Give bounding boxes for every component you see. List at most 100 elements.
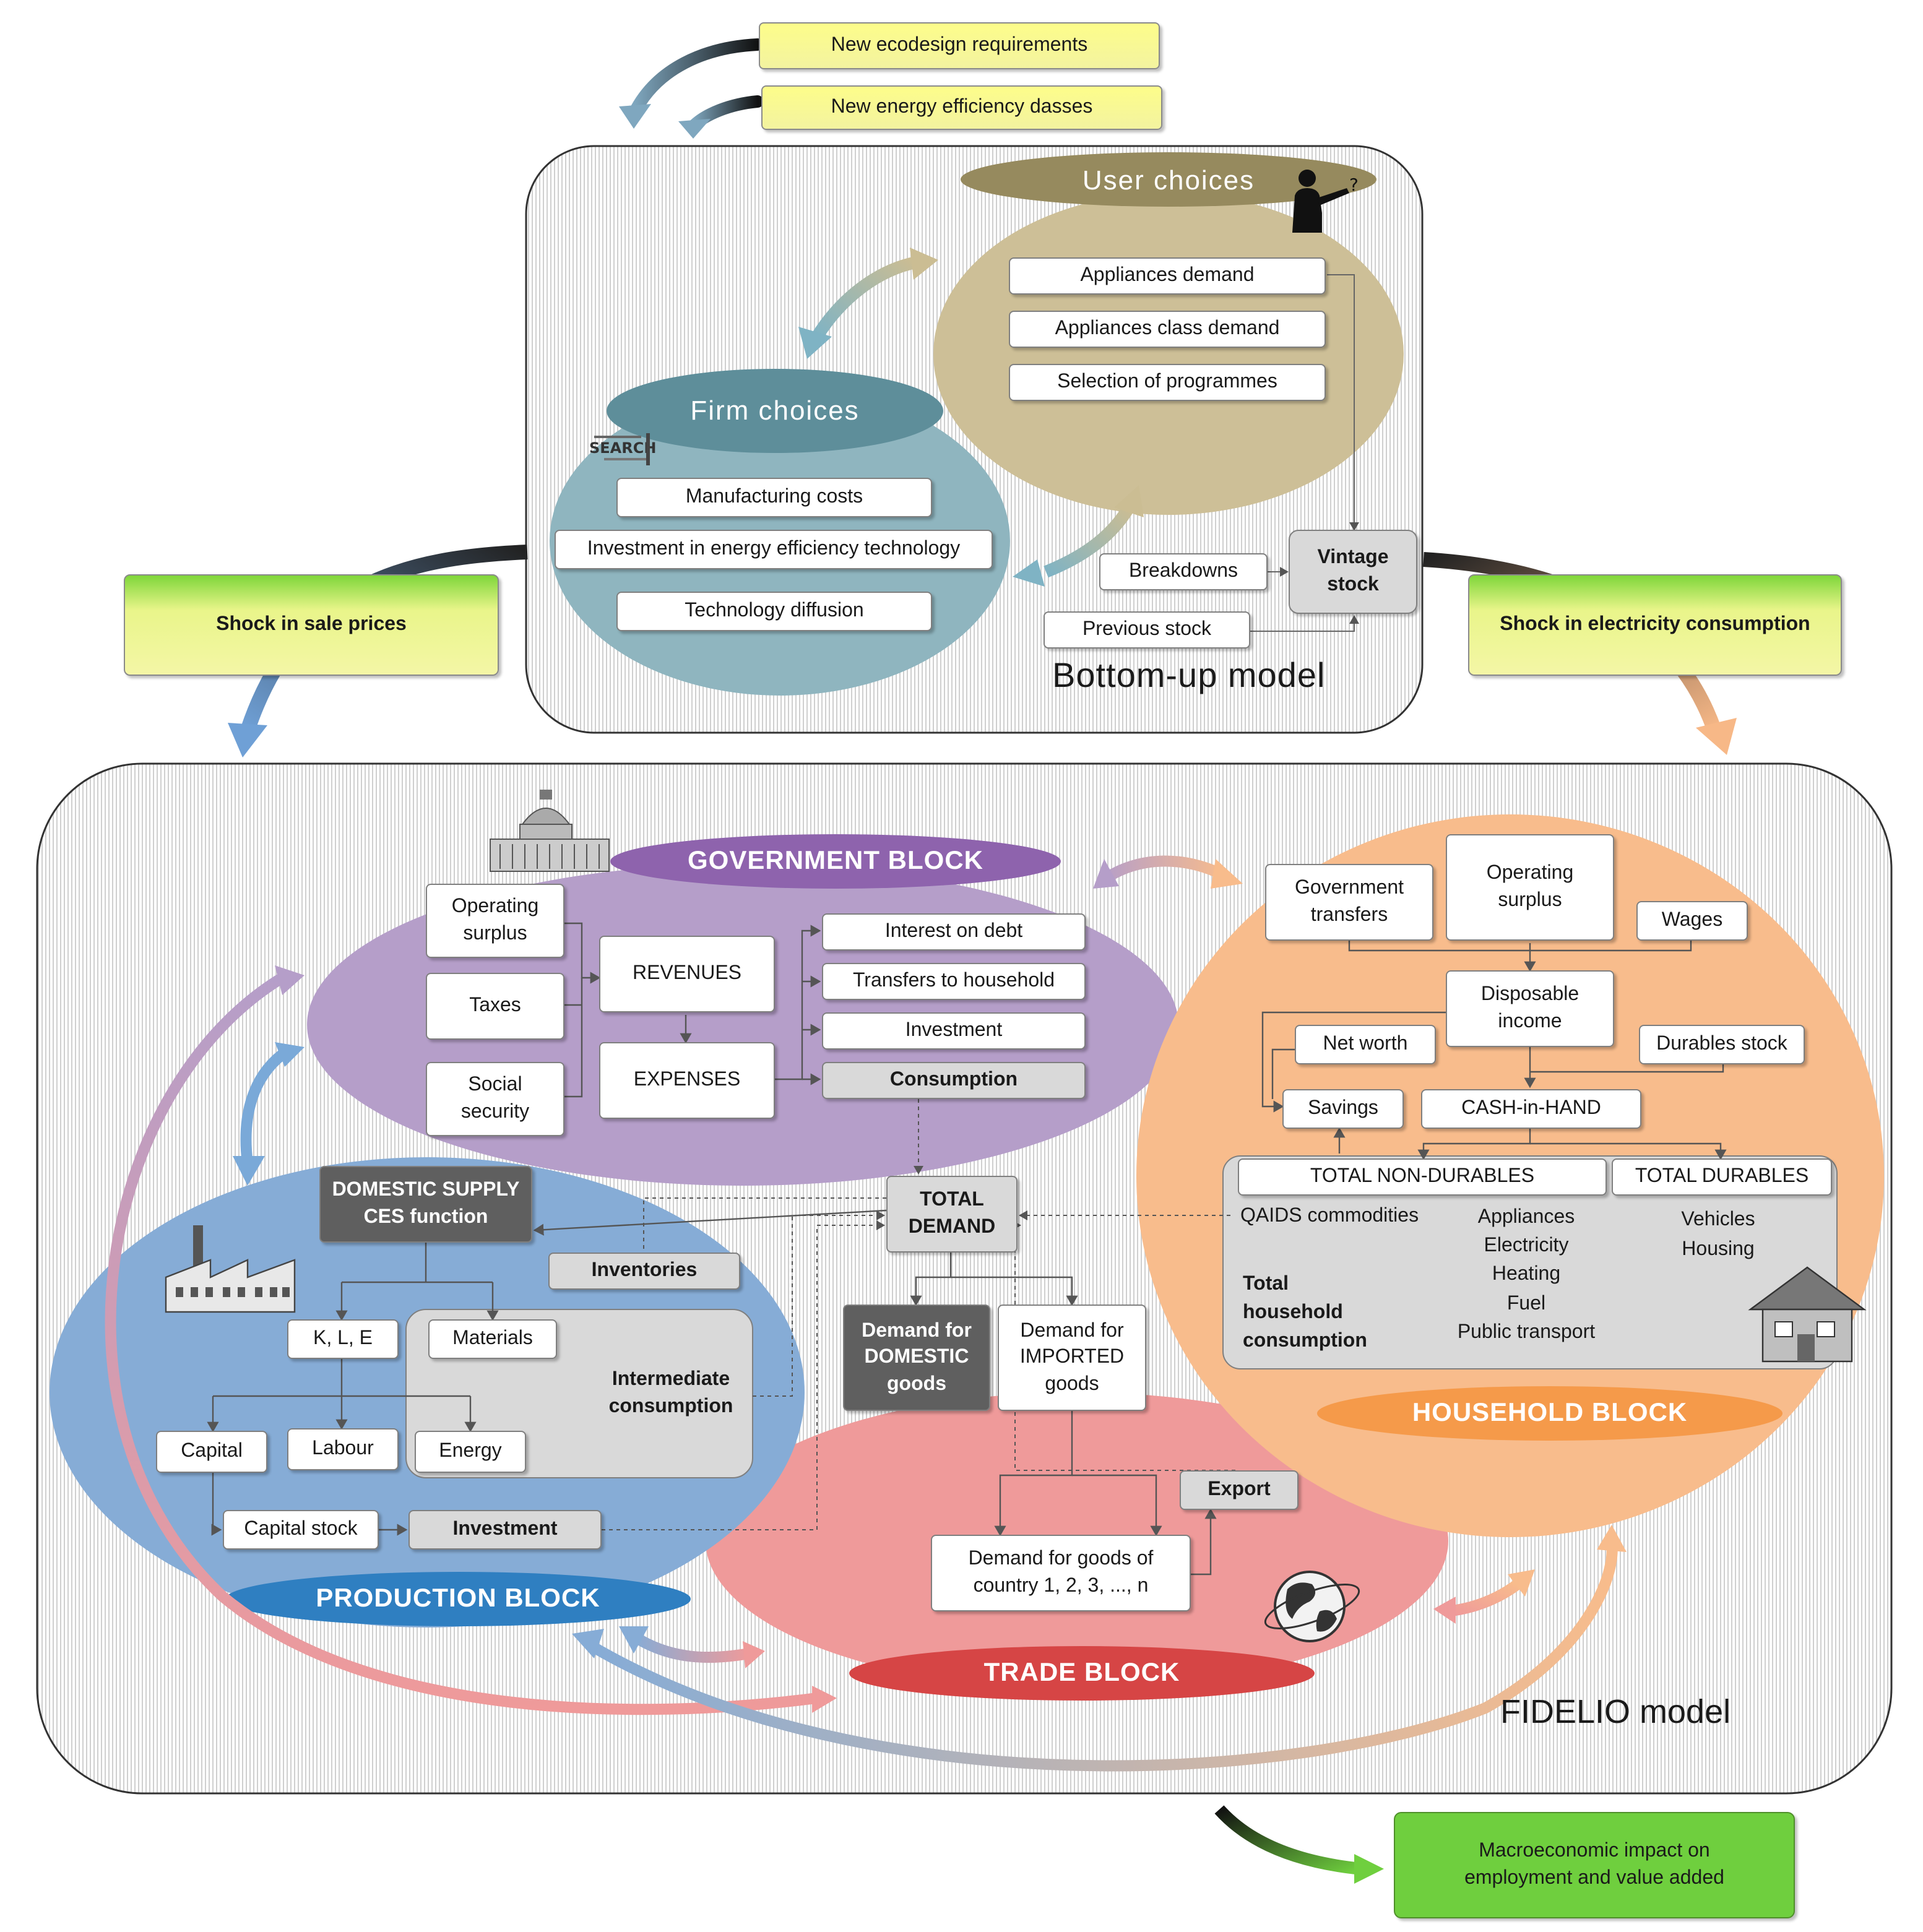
hh-total-non-durables-label: TOTAL NON-DURABLES <box>1310 1166 1535 1188</box>
shock-electricity-box: Shock in electricity consumption <box>1468 574 1842 676</box>
manufacturing-costs-box: Manufacturing costs <box>616 478 932 517</box>
total-demand-label: TOTAL DEMAND <box>908 1189 996 1238</box>
gov-social-security-box: Social security <box>426 1062 564 1136</box>
appliances-demand-label: Appliances demand <box>1080 265 1255 287</box>
hh-disposable-income-box: Disposable income <box>1446 970 1614 1047</box>
demand-imported-label: Demand for IMPORTED goods <box>1019 1320 1125 1395</box>
capital-stock-label: Capital stock <box>244 1519 358 1540</box>
vintage-stock-box: Vintage stock <box>1289 530 1417 614</box>
gov-taxes-label: Taxes <box>469 995 521 1017</box>
hh-savings-label: Savings <box>1308 1098 1378 1119</box>
kle-box: K, L, E <box>287 1319 399 1359</box>
gov-expenses-box: EXPENSES <box>599 1042 775 1119</box>
investment-tech-label: Investment in energy efficiency technolo… <box>587 538 961 560</box>
gov-operating-surplus-box: Operating surplus <box>426 884 564 958</box>
new-ecodesign-label: New ecodesign requirements <box>831 35 1088 56</box>
house-icon <box>1748 1266 1867 1363</box>
capital-stock-box: Capital stock <box>223 1510 379 1550</box>
firm-choices-title: Firm choices <box>690 395 860 426</box>
selection-of-programmes-label: Selection of programmes <box>1057 371 1277 393</box>
materials-box: Materials <box>428 1319 557 1359</box>
bottom-up-model-label: Bottom-up model <box>1052 656 1326 694</box>
new-energy-classes-box: New energy efficiency dasses <box>761 85 1162 130</box>
government-block-title: GOVERNMENT BLOCK <box>688 847 983 875</box>
user-choices-title: User choices <box>1082 165 1255 196</box>
hh-durables-stock-label: Durables stock <box>1656 1033 1787 1055</box>
export-box: Export <box>1180 1470 1299 1510</box>
hh-operating-surplus-label: Operating surplus <box>1486 863 1574 911</box>
hh-government-transfers-label: Government transfers <box>1294 878 1404 926</box>
hh-net-worth-box: Net worth <box>1295 1025 1436 1064</box>
shock-sale-prices-label: Shock in sale prices <box>216 614 407 636</box>
shock-electricity-label: Shock in electricity consumption <box>1500 614 1810 636</box>
hh-disposable-income-label: Disposable income <box>1480 984 1579 1032</box>
prod-investment-box: Investment <box>408 1510 602 1550</box>
globe-icon <box>1264 1571 1360 1642</box>
hh-government-transfers-box: Government transfers <box>1265 864 1433 941</box>
demand-countries-label: Demand for goods of country 1, 2, 3, ...… <box>968 1548 1154 1597</box>
previous-stock-label: Previous stock <box>1082 619 1212 640</box>
kle-label: K, L, E <box>313 1328 373 1350</box>
gov-investment-box: Investment <box>822 1012 1086 1050</box>
hh-operating-surplus-box: Operating surplus <box>1446 834 1614 941</box>
technology-diffusion-box: Technology diffusion <box>616 592 932 631</box>
shock-sale-prices-box: Shock in sale prices <box>124 574 499 676</box>
macro-impact-box: Macroeconomic impact on employment and v… <box>1394 1812 1795 1918</box>
materials-label: Materials <box>452 1328 533 1350</box>
gov-transfers-household-box: Transfers to household <box>822 963 1086 1000</box>
hh-wages-label: Wages <box>1661 910 1723 931</box>
capital-box: Capital <box>156 1431 267 1473</box>
demand-imported-box: Demand for IMPORTED goods <box>998 1305 1146 1411</box>
hh-cash-in-hand-label: CASH-in-HAND <box>1461 1098 1601 1119</box>
gov-interest-on-debt-box: Interest on debt <box>822 913 1086 951</box>
gov-social-security-label: Social security <box>460 1074 530 1123</box>
technology-diffusion-label: Technology diffusion <box>685 600 864 622</box>
domestic-supply-box: DOMESTIC SUPPLY CES function <box>319 1166 532 1243</box>
hh-total-durables-box: TOTAL DURABLES <box>1612 1158 1832 1196</box>
capital-label: Capital <box>181 1441 243 1462</box>
fidelio-model-label: FIDELIO model <box>1500 1693 1731 1730</box>
capitol-icon <box>490 790 610 872</box>
macro-impact-label: Macroeconomic impact on employment and v… <box>1464 1840 1724 1889</box>
intermediate-consumption-label: Intermediate consumption <box>608 1369 733 1418</box>
labour-label: Labour <box>312 1438 374 1460</box>
breakdowns-box: Breakdowns <box>1099 553 1268 590</box>
domestic-supply-label: DOMESTIC SUPPLY CES function <box>332 1179 520 1228</box>
household-block-title: HOUSEHOLD BLOCK <box>1412 1399 1688 1427</box>
hh-qaids-label: QAIDS commodities <box>1240 1205 1419 1227</box>
factory-icon <box>165 1225 296 1313</box>
hh-durables-stock-box: Durables stock <box>1639 1025 1805 1064</box>
hh-vehicles-housing: Vehicles Housing <box>1681 1209 1755 1260</box>
demand-domestic-label: Demand for DOMESTIC goods <box>862 1320 972 1395</box>
labour-box: Labour <box>287 1428 399 1470</box>
inventories-label: Inventories <box>591 1260 698 1282</box>
demand-domestic-box: Demand for DOMESTIC goods <box>843 1305 990 1411</box>
energy-label: Energy <box>439 1441 502 1462</box>
inventories-box: Inventories <box>548 1253 740 1290</box>
gov-investment-label: Investment <box>905 1020 1003 1041</box>
hh-savings-box: Savings <box>1282 1089 1404 1129</box>
manufacturing-costs-label: Manufacturing costs <box>685 486 863 508</box>
presenter-icon: ? <box>1292 170 1359 233</box>
gov-revenues-label: REVENUES <box>632 963 742 985</box>
appliances-class-demand-label: Appliances class demand <box>1055 318 1280 340</box>
new-energy-classes-label: New energy efficiency dasses <box>831 97 1093 118</box>
hh-total-consumption-label: Total household consumption <box>1243 1274 1367 1352</box>
search-wordcloud-icon: SEARCH <box>589 433 656 465</box>
appliances-demand-box: Appliances demand <box>1009 257 1326 295</box>
selection-of-programmes-box: Selection of programmes <box>1009 364 1326 401</box>
production-block-title: PRODUCTION BLOCK <box>316 1584 600 1613</box>
gov-revenues-box: REVENUES <box>599 936 775 1012</box>
new-ecodesign-requirements-box: New ecodesign requirements <box>759 22 1160 69</box>
breakdowns-label: Breakdowns <box>1128 561 1238 582</box>
prod-investment-label: Investment <box>452 1519 558 1540</box>
gov-consumption-box: Consumption <box>822 1062 1086 1099</box>
appliances-class-demand-box: Appliances class demand <box>1009 311 1326 348</box>
trade-block-title: TRADE BLOCK <box>983 1658 1180 1687</box>
demand-countries-box: Demand for goods of country 1, 2, 3, ...… <box>931 1535 1191 1611</box>
hh-net-worth-label: Net worth <box>1323 1033 1408 1055</box>
investment-tech-box: Investment in energy efficiency technolo… <box>555 530 993 569</box>
export-label: Export <box>1208 1479 1271 1501</box>
gov-interest-on-debt-label: Interest on debt <box>884 921 1023 942</box>
hh-total-non-durables-box: TOTAL NON-DURABLES <box>1238 1158 1607 1196</box>
